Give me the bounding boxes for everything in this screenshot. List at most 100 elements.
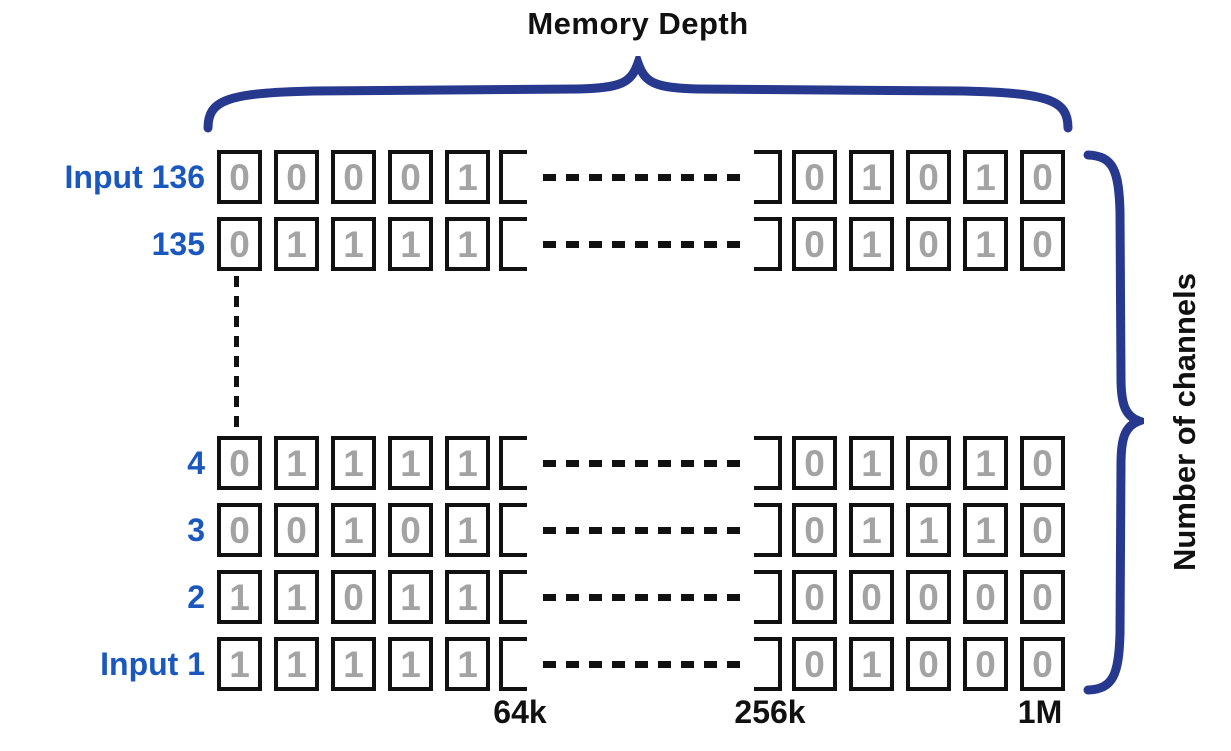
memory-cell: 1 [963, 150, 1008, 204]
memory-cell: 1 [445, 217, 490, 271]
close-bracket-icon [754, 217, 782, 271]
bit-value: 0 [804, 576, 825, 618]
memory-cell: 1 [849, 503, 894, 557]
bit-value: 1 [343, 509, 364, 551]
bit-value: 0 [1032, 156, 1053, 198]
bit-value: 0 [229, 509, 250, 551]
bit-value: 1 [400, 223, 421, 265]
memory-cell: 1 [445, 150, 490, 204]
memory-cell: 0 [217, 217, 262, 271]
close-bracket-icon [754, 637, 782, 691]
memory-cell: 1 [331, 637, 376, 691]
bit-value: 1 [457, 509, 478, 551]
open-bracket-icon [499, 637, 527, 691]
memory-cell: 0 [1020, 150, 1065, 204]
bit-value: 1 [975, 509, 996, 551]
memory-cell: 0 [792, 150, 837, 204]
bit-value: 1 [861, 223, 882, 265]
open-bracket-icon [499, 217, 527, 271]
bit-value: 0 [975, 643, 996, 685]
bit-value: 0 [1032, 442, 1053, 484]
horizontal-ellipsis [543, 593, 743, 601]
memory-cell: 0 [792, 436, 837, 490]
bit-value: 0 [343, 156, 364, 198]
bit-value: 0 [343, 576, 364, 618]
memory-cell: 1 [849, 150, 894, 204]
memory-cell: 0 [906, 637, 951, 691]
memory-cell: 0 [331, 150, 376, 204]
channel-label: 4 [187, 445, 205, 481]
memory-cell: 0 [792, 503, 837, 557]
memory-cell: 1 [963, 436, 1008, 490]
bit-value: 0 [1032, 223, 1053, 265]
bit-value: 0 [1032, 576, 1053, 618]
channel-label: Input 136 [64, 159, 205, 195]
bit-value: 0 [804, 223, 825, 265]
bit-value: 0 [286, 509, 307, 551]
open-bracket-icon [499, 436, 527, 490]
bit-value: 0 [229, 442, 250, 484]
diagram-title: Memory Depth [527, 6, 749, 41]
memory-cell: 1 [331, 503, 376, 557]
memory-cell: 0 [792, 570, 837, 624]
memory-cell: 1 [963, 503, 1008, 557]
memory-cell: 1 [388, 217, 433, 271]
memory-cell: 1 [849, 217, 894, 271]
memory-depth-brace-icon [203, 56, 1073, 133]
memory-cell: 1 [445, 570, 490, 624]
channels-axis-label: Number of channels [1167, 272, 1202, 571]
memory-cell: 0 [963, 637, 1008, 691]
memory-cell: 1 [906, 503, 951, 557]
memory-cell: 0 [792, 217, 837, 271]
bit-value: 1 [975, 223, 996, 265]
memory-cell: 1 [274, 570, 319, 624]
bit-value: 0 [918, 156, 939, 198]
bit-value: 1 [343, 442, 364, 484]
memory-cell: 0 [906, 217, 951, 271]
close-bracket-icon [754, 570, 782, 624]
memory-cell: 0 [1020, 436, 1065, 490]
bit-value: 1 [286, 643, 307, 685]
bit-value: 1 [343, 643, 364, 685]
memory-cell: 1 [445, 436, 490, 490]
bit-value: 1 [861, 643, 882, 685]
memory-cell: 0 [849, 570, 894, 624]
memory-cell: 1 [963, 217, 1008, 271]
open-bracket-icon [499, 570, 527, 624]
memory-cell: 0 [1020, 637, 1065, 691]
memory-cell: 1 [445, 503, 490, 557]
bit-value: 0 [1032, 643, 1053, 685]
bit-value: 0 [918, 442, 939, 484]
bit-value: 1 [861, 442, 882, 484]
bit-value: 0 [400, 509, 421, 551]
bit-value: 1 [861, 509, 882, 551]
bit-value: 1 [400, 442, 421, 484]
memory-cell: 0 [792, 637, 837, 691]
bit-value: 0 [861, 576, 882, 618]
bit-value: 1 [457, 576, 478, 618]
bit-value: 1 [975, 442, 996, 484]
memory-cell: 1 [217, 570, 262, 624]
memory-cell: 1 [274, 436, 319, 490]
bit-value: 1 [457, 643, 478, 685]
memory-cell: 1 [274, 637, 319, 691]
memory-cell: 0 [274, 503, 319, 557]
horizontal-ellipsis [543, 173, 743, 181]
memory-cell: 0 [1020, 503, 1065, 557]
bit-value: 1 [343, 223, 364, 265]
bit-value: 0 [229, 156, 250, 198]
memory-cell: 1 [331, 436, 376, 490]
channel-label: 3 [187, 512, 205, 548]
memory-cell: 0 [331, 570, 376, 624]
